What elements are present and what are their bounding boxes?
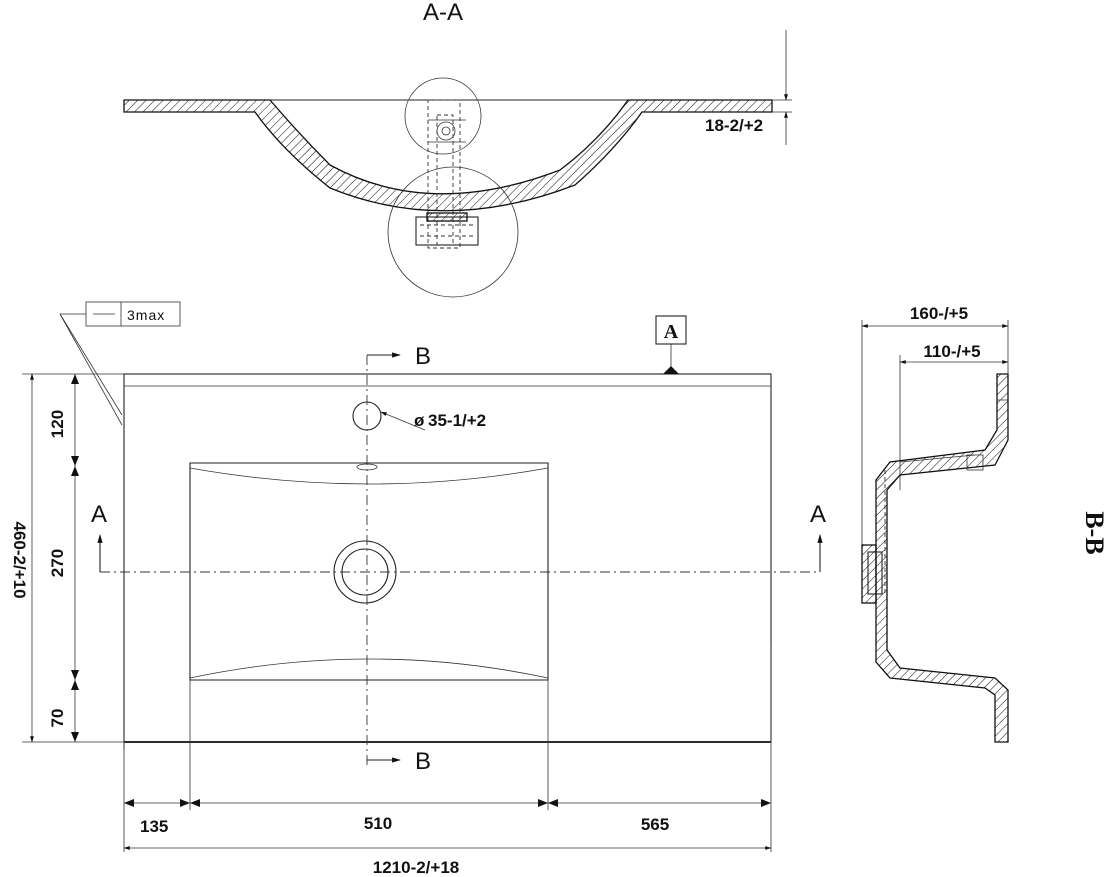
- tap-hole-diameter-symbol: ø: [414, 411, 425, 430]
- dim-510: 510: [364, 814, 392, 833]
- section-b-b-title: B-B: [1080, 511, 1107, 554]
- section-a-marker-right: A: [810, 501, 826, 528]
- dim-135: 135: [140, 817, 168, 836]
- tap-hole-dimension: 35-1/+2: [428, 411, 486, 430]
- detail-circle-top: [404, 77, 482, 155]
- rim-thickness-dimension: 18-2/+2: [705, 116, 763, 135]
- total-width-dimension: 1210-2/+18: [373, 858, 460, 877]
- section-b-marker-bottom: B: [415, 748, 431, 775]
- section-a-a-title: A-A: [423, 0, 463, 26]
- total-depth-dimension: 460-2/+10: [10, 521, 29, 598]
- datum-label: A: [664, 321, 679, 343]
- depth-outer-dimension: 160-/+5: [910, 304, 968, 323]
- section-a-a: A-A 18-2/+2: [123, 0, 792, 298]
- basin-side-profile: [875, 373, 1009, 743]
- basin-cross-section: [123, 99, 773, 212]
- roughness-note: 3max: [127, 307, 165, 323]
- depth-inner-dimension: 110-/+5: [923, 342, 980, 361]
- section-b-marker-top: B: [415, 343, 431, 370]
- plan-view: ø 35-1/+2 B B A A A 3max 4: [10, 301, 826, 877]
- detail-circle-bottom: [387, 166, 519, 298]
- dim-70: 70: [48, 709, 67, 728]
- section-a-marker-left: A: [91, 501, 107, 528]
- section-b-b: B-B 160-/+5 110-/+5: [861, 304, 1107, 743]
- dim-120: 120: [48, 410, 67, 438]
- basin-outline: [189, 462, 549, 681]
- dim-565: 565: [641, 815, 669, 834]
- dim-270: 270: [48, 549, 67, 577]
